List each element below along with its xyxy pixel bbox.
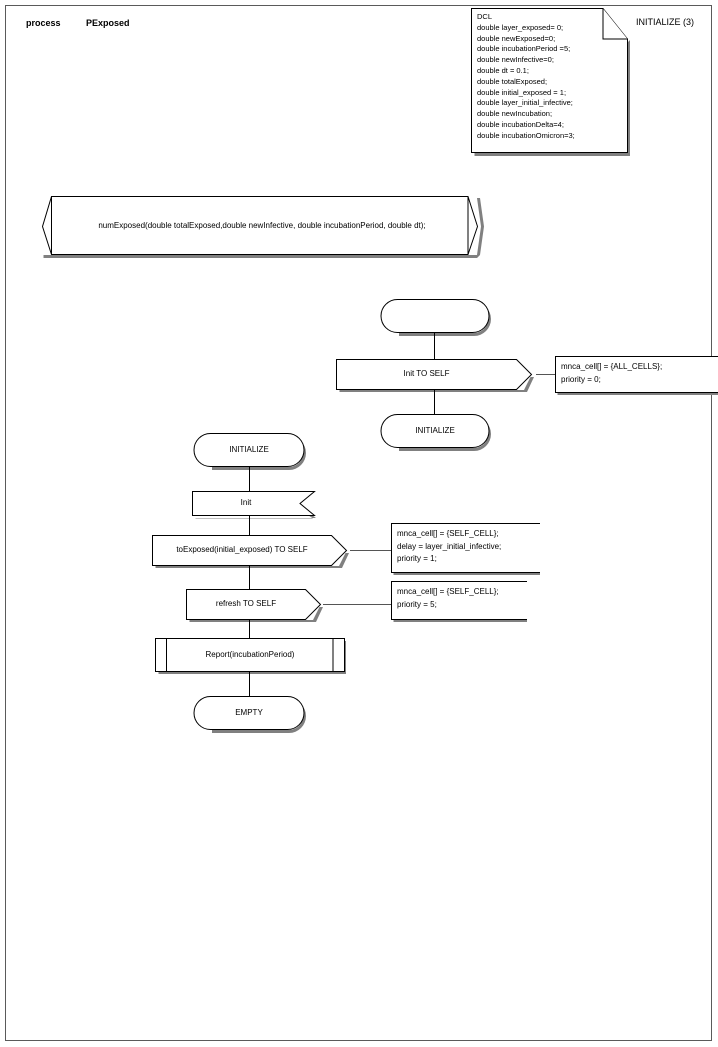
comment-toexposed-text: mnca_cell[] = {SELF_CELL}; delay = layer…: [397, 529, 502, 563]
comment-connector-top: [536, 374, 556, 375]
flow-top-output-shape: [336, 359, 538, 395]
flow-main-start-state-shape: [192, 433, 310, 473]
connector-main-3: [249, 566, 250, 589]
flow-top-end-state-shape: [379, 414, 495, 454]
flow-main-end-state-shape: [192, 696, 310, 736]
connector-top-2: [434, 390, 435, 415]
page-frame: [5, 5, 712, 1041]
connector-top-1: [434, 333, 435, 359]
comment-toexposed-shape: [390, 523, 540, 576]
dcl-note-text: DCL double layer_exposed= 0; double newE…: [477, 12, 575, 140]
comment-refresh-shape: [390, 581, 527, 624]
flow-main-input-shape: [192, 491, 318, 521]
connector-main-5: [249, 671, 250, 696]
comment-connector-toexposed: [350, 550, 392, 551]
connector-main-1: [249, 467, 250, 491]
connector-main-4: [249, 620, 250, 638]
flow-main-output-toexposed-shape: [152, 535, 352, 571]
flow-top-start-state-shape: [379, 299, 495, 339]
header-process-name: PExposed: [86, 18, 130, 28]
comment-top-shape: [554, 356, 718, 396]
header-page-label: INITIALIZE (3): [636, 17, 695, 27]
header-keyword: process: [26, 18, 61, 28]
flow-main-call-report-shape: [155, 638, 349, 675]
dcl-note-shape: [471, 8, 633, 156]
comment-top-text: mnca_cell[] = {ALL_CELLS}; priority = 0;: [561, 362, 663, 384]
connector-main-2: [249, 515, 250, 535]
procedure-shape: [40, 196, 484, 258]
flow-main-output-refresh-shape: [186, 589, 326, 625]
comment-connector-refresh: [323, 604, 392, 605]
comment-refresh-text: mnca_cell[] = {SELF_CELL}; priority = 5;: [397, 587, 499, 609]
